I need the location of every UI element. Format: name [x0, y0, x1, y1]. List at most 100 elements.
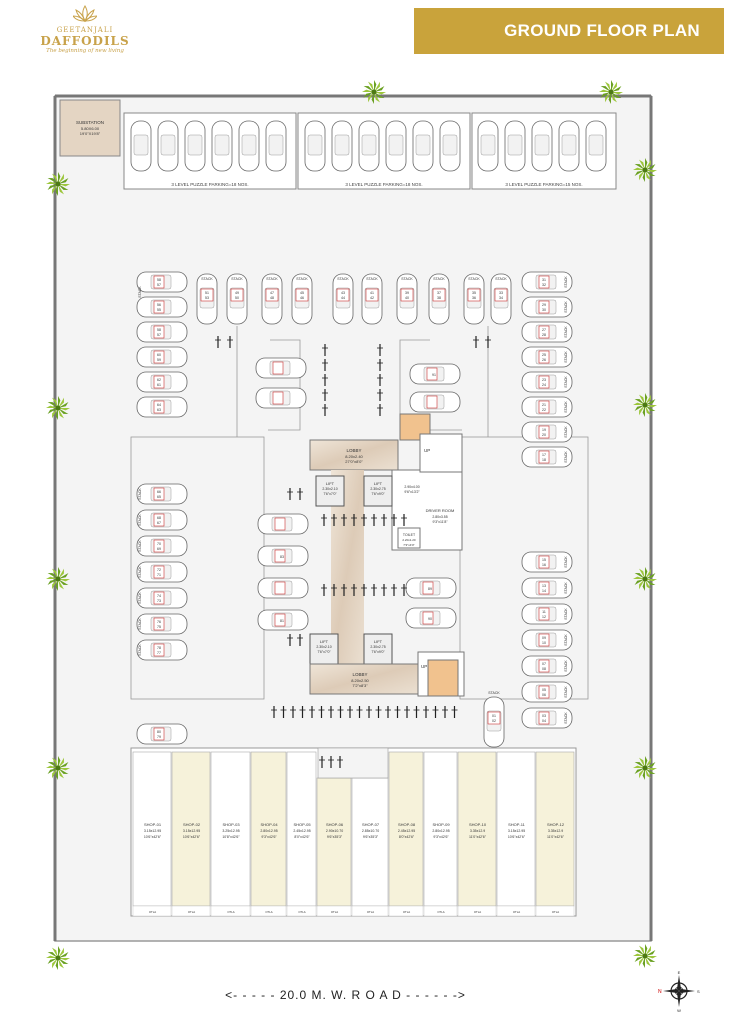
bike-icon [377, 359, 383, 371]
stair-hall-dims-ft: 9'6"x13'2" [404, 490, 420, 494]
bike-icon [227, 336, 233, 348]
puzzle-label-2: 3 LEVEL PUZZLE PARKING=18 NOS. [345, 182, 422, 187]
lift-c-dims: 2.30x2.10 [316, 645, 331, 649]
car-number: 16 [542, 563, 546, 567]
puzzle-car [504, 120, 526, 172]
stack-label: STACK [366, 277, 378, 281]
car-number: 28 [542, 333, 546, 337]
shop-name: SHOP-10 [469, 822, 487, 827]
car-number: 61 [157, 383, 161, 387]
shop-name: SHOP-03 [222, 822, 240, 827]
shop-dims: 2.80x12.95 [260, 829, 277, 833]
bike-icon [473, 336, 479, 348]
inner-left-2 [257, 513, 309, 535]
bike-icon [371, 584, 377, 596]
car-number: 60 [157, 353, 161, 357]
bike-icon [322, 389, 328, 401]
puzzle-car [477, 120, 499, 172]
car-number: 32 [542, 283, 546, 287]
shop-dims: 2.90x10.70 [326, 829, 343, 833]
puzzle-car [157, 120, 179, 172]
bike-icon [432, 706, 439, 718]
shop-dims: 2.80x12.95 [432, 829, 449, 833]
road-text: <- - - - - 20.0 M. W. R O A D - - - - - … [225, 988, 466, 1002]
lobby-top-dims-ft: 27'0"x8'0" [345, 459, 363, 464]
puzzle-label-3: 3 LEVEL PUZZLE PARKING=15 NOS. [505, 182, 582, 187]
car-number: 19 [542, 428, 546, 432]
lotus-icon [73, 5, 97, 23]
car-number: 47 [270, 291, 274, 295]
stack-label: STACK [138, 618, 142, 630]
car-number: 75 [157, 625, 161, 629]
car-number: 27 [542, 328, 546, 332]
lift-d-dims-ft: 7'6"x9'0" [371, 650, 385, 654]
car-number: 50 [235, 296, 239, 300]
bike-icon [451, 706, 458, 718]
stack-label: STACK [266, 277, 278, 281]
tree-icon [633, 158, 657, 182]
puzzle-car [184, 120, 206, 172]
otla-label: OTLA [298, 910, 305, 914]
lift-b [363, 475, 393, 507]
bike-icon [309, 706, 315, 718]
lift-c [309, 633, 339, 665]
bike-icon [381, 514, 387, 526]
otla-label: OTLA [149, 910, 156, 914]
inner-left-4 [257, 577, 309, 599]
lift-a-dims-ft: 7'6"x7'0" [323, 492, 337, 496]
compass-w: W [677, 1008, 681, 1012]
stack-label: STACK [201, 277, 213, 281]
page-title: GROUND FLOOR PLAN [504, 21, 700, 40]
car-number: 34 [499, 296, 503, 300]
shop-dims-ft: 10'6"x42'6" [183, 835, 201, 839]
shop-4: SHOP-042.80x12.959'3"x42'6"OTLA [250, 751, 287, 917]
lobby-top-label: LOBBY [346, 448, 361, 453]
bike-icon [287, 634, 293, 646]
stack-label: STACK [401, 277, 413, 281]
bike-icon [385, 706, 391, 718]
stack-label: STACK [564, 326, 568, 338]
stack-label: STACK [231, 277, 243, 281]
stair-bottom [427, 659, 459, 697]
car-number: 68 [157, 516, 161, 520]
car-number: 73 [157, 599, 161, 603]
car-number: 71 [157, 573, 161, 577]
shop-dims-ft: 11'0"x42'6" [469, 835, 487, 839]
car-number: 17 [542, 453, 546, 457]
car-number: 65 [157, 495, 161, 499]
tree-icon [633, 567, 657, 591]
car-number: 78 [157, 646, 161, 650]
lift-b-label: LIFT [374, 481, 383, 486]
bike-icon [366, 706, 372, 718]
shop-name: SHOP-07 [362, 822, 380, 827]
car-number: 63 [157, 408, 161, 412]
shop-name: SHOP-12 [547, 822, 565, 827]
car-number: 12 [542, 615, 546, 619]
car-number: 72 [157, 568, 161, 572]
shop-dims: 2.45x12.95 [293, 829, 310, 833]
lobby-bottom-dims: 8.20x2.50 [351, 678, 369, 683]
shop-name: SHOP-09 [432, 822, 450, 827]
bike-icon [377, 404, 383, 416]
car-number: 56 [157, 303, 161, 307]
lift-a-label: LIFT [326, 481, 335, 486]
car-number: 42 [370, 296, 374, 300]
car-number: 18 [542, 458, 546, 462]
bike-icon [322, 374, 328, 386]
car-number: 69 [157, 547, 161, 551]
bike-icon [290, 706, 296, 718]
bike-icon [331, 584, 337, 596]
shop-dims-ft: 10'8"x42'6" [222, 835, 240, 839]
